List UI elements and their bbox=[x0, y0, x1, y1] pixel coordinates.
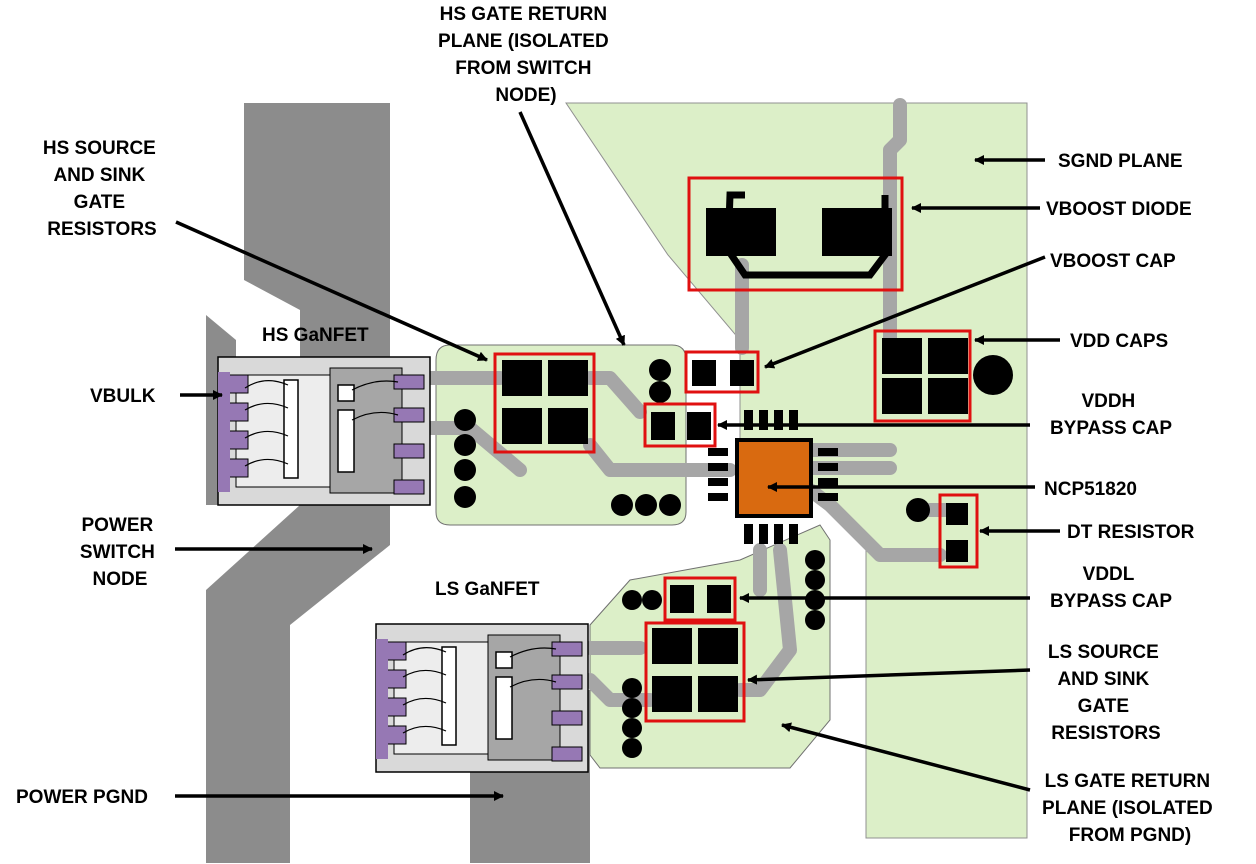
ls-gate-return-label: LS GATE RETURN PLANE (ISOLATED FROM PGND… bbox=[1042, 771, 1218, 846]
vboost-cap-highlight bbox=[684, 350, 760, 394]
vddl-bypass-label: VDDL BYPASS CAP bbox=[1050, 564, 1172, 612]
hs-resistors-highlight bbox=[493, 352, 596, 454]
hs-gate-resistor-pad bbox=[502, 408, 542, 444]
vbulk-label: VBULK bbox=[90, 386, 156, 407]
callout-arrows bbox=[175, 111, 1060, 801]
dt-resistor-pad bbox=[946, 503, 968, 525]
ls-gate-resistor-pad bbox=[698, 676, 738, 712]
vddh-bypass-label: VDDH BYPASS CAP bbox=[1050, 391, 1172, 439]
highlight-boxes bbox=[493, 176, 979, 723]
hs-gate-resistor-pad bbox=[548, 360, 588, 396]
vboost-diode-pad-right bbox=[822, 208, 892, 256]
ls-return-vias bbox=[622, 550, 825, 758]
dt-resistor-pad bbox=[946, 540, 968, 562]
power-copper-switch-node bbox=[206, 103, 390, 863]
ls-ganfet-label: LS GaNFET bbox=[435, 579, 540, 600]
ls-gate-resistor-pad bbox=[652, 628, 692, 664]
hs-ganfet-label: HS GaNFET bbox=[262, 325, 369, 346]
ls-source-sink-label: LS SOURCE AND SINK GATE RESISTORS bbox=[1048, 642, 1164, 744]
vdd-cap-pad bbox=[882, 338, 922, 374]
ic-pins bbox=[708, 410, 838, 544]
vddl-cap-highlight bbox=[663, 576, 737, 622]
vddl-cap-pad bbox=[707, 585, 731, 613]
vdd-cap-pad bbox=[928, 338, 968, 374]
hs-gate-return-label: HS GATE RETURN PLANE (ISOLATED FROM SWIT… bbox=[438, 4, 614, 106]
ncp51820-ic bbox=[735, 438, 813, 518]
hs-gate-resistor-pad bbox=[548, 408, 588, 444]
dt-resistor-label: DT RESISTOR bbox=[1067, 522, 1195, 543]
hs-source-sink-label: HS SOURCE AND SINK GATE RESISTORS bbox=[43, 138, 161, 240]
vboost-diode-pad-left bbox=[706, 208, 776, 256]
vdd-via bbox=[973, 355, 1013, 395]
hs-gate-resistor-pad bbox=[502, 360, 542, 396]
vdd-cap-pad bbox=[882, 378, 922, 414]
ncp51820-label: NCP51820 bbox=[1044, 479, 1137, 500]
ls-gate-resistor-pad bbox=[652, 676, 692, 712]
ls-ganfet bbox=[375, 623, 589, 773]
vboost-diode-highlight bbox=[687, 176, 904, 292]
vddh-cap-pad bbox=[651, 412, 675, 440]
hs-return-vias bbox=[454, 359, 681, 516]
ls-gate-resistor-pad bbox=[698, 628, 738, 664]
hs-ganfet bbox=[217, 356, 431, 506]
vddh-cap-pad bbox=[687, 412, 711, 440]
power-switch-node-label: POWER SWITCH NODE bbox=[80, 515, 160, 590]
vdd-caps-label: VDD CAPS bbox=[1070, 331, 1168, 352]
vdd-cap-pad bbox=[928, 378, 968, 414]
vddl-cap-pad bbox=[670, 585, 694, 613]
power-pgnd-label: POWER PGND bbox=[16, 787, 148, 808]
sgnd-plane-label: SGND PLANE bbox=[1058, 151, 1183, 172]
dt-resistor-highlight bbox=[938, 493, 979, 569]
vdd-caps-highlight bbox=[873, 329, 972, 423]
vboost-cap-label: VBOOST CAP bbox=[1050, 251, 1176, 272]
vddh-cap-highlight bbox=[643, 402, 717, 448]
vboost-diode-label: VBOOST DIODE bbox=[1046, 199, 1192, 220]
vboost-cap-pad bbox=[692, 360, 716, 386]
ls-resistors-highlight bbox=[644, 621, 746, 723]
vboost-cap-pad bbox=[730, 360, 754, 386]
dt-via bbox=[906, 498, 930, 522]
